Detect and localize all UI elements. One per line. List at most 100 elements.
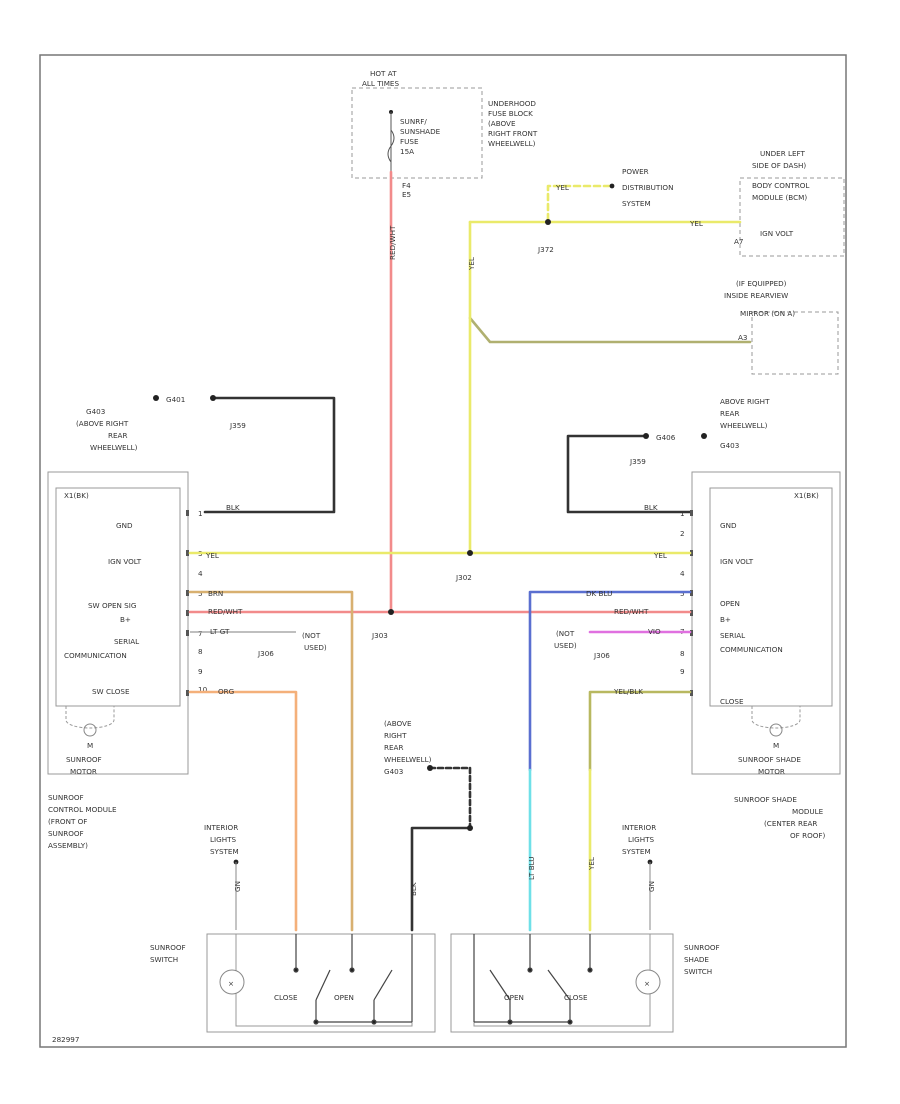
fuse-name-3: FUSE [400, 137, 419, 146]
wire-gnd-blk-right: BLK [644, 503, 658, 512]
not-used-right-1: (NOT [556, 629, 575, 638]
mirror-box [751, 311, 839, 375]
wire-yellow-power [546, 184, 612, 222]
left-pin-ign: IGN VOLT [108, 557, 142, 566]
right-switch-open: OPEN [504, 993, 524, 1002]
left-pin-num-8: 8 [198, 647, 203, 656]
ground-left-loc-2: (ABOVE RIGHT [76, 419, 129, 428]
splice-j372 [545, 219, 551, 225]
wire-black-ground-right [566, 434, 692, 514]
left-module-name-2: CONTROL MODULE [48, 805, 117, 814]
bcm-location-1: UNDER LEFT [760, 149, 806, 158]
splice-j303 [388, 609, 394, 615]
ground-right-loc-4: G403 [720, 441, 739, 450]
right-module-name-3: (CENTER REAR [764, 819, 817, 828]
right-motor-label-2: MOTOR [758, 767, 785, 776]
right-switch-label-1: SUNROOF [684, 943, 720, 952]
ground-right-dot [701, 433, 707, 439]
fuse-hot-label: HOT AT [370, 69, 397, 78]
power-yel-label: YEL [555, 183, 569, 192]
ground-right-loc-1: ABOVE RIGHT [720, 397, 770, 406]
splice-j359-right: J359 [629, 457, 646, 466]
wire-serial-left-label: LT GT [210, 627, 230, 636]
left-pin-swclose: SW CLOSE [92, 687, 130, 696]
ground-mid-loc-1: (ABOVE [384, 719, 412, 728]
left-motor-m: M [87, 741, 93, 750]
left-pin-num-5: 5 [198, 589, 203, 598]
fuse-pin-2: E5 [402, 190, 411, 199]
left-module-name-3: (FRONT OF [48, 817, 87, 826]
fuse-name-4: 15A [400, 147, 414, 156]
left-switch-contacts [293, 934, 413, 1025]
right-motor-symbol [751, 706, 801, 737]
right-pin-serial: SERIAL [720, 631, 745, 640]
left-motor-label-2: MOTOR [70, 767, 97, 776]
right-pin-num-5: 5 [680, 589, 685, 598]
wire-violet-label: VIO [648, 627, 661, 636]
right-connector-marks [690, 510, 693, 696]
fuse-location-5: WHEELWELL) [488, 139, 536, 148]
right-switch-inner [473, 933, 651, 1027]
right-pin-num-2: 2 [680, 529, 685, 538]
mirror-name: MIRROR (ON A) [740, 309, 795, 318]
bcm-sub: MODULE (BCM) [752, 193, 807, 202]
wire-greenish-mirror [468, 316, 752, 344]
power-dist-label-2: DISTRIBUTION [622, 183, 673, 192]
wire-black-ground-mid [428, 766, 472, 830]
ground-left-id: G401 [166, 395, 185, 404]
left-pin-swopen: SW OPEN SIG [88, 601, 136, 610]
ground-mid-splice [467, 825, 473, 831]
not-used-left-1: (NOT [302, 631, 321, 640]
bcm-location-2: SIDE OF DASH) [752, 161, 806, 170]
bcm-name: BODY CONTROL [752, 181, 809, 190]
left-module-name-5: ASSEMBLY) [48, 841, 88, 850]
right-pin-num-8: 8 [680, 649, 685, 658]
splice-j372-label: J372 [537, 245, 554, 254]
splice-j302 [467, 550, 473, 556]
lights-left-wire-label: GN [233, 881, 242, 892]
splice-j359-left: J359 [229, 421, 246, 430]
fuse-name-2: SUNSHADE [400, 127, 441, 136]
wire-orange-label: ORG [218, 687, 234, 696]
lights-left-2: LIGHTS [210, 835, 236, 844]
fuse-location-1: UNDERHOOD [488, 99, 536, 108]
right-module-name-1: SUNROOF SHADE [734, 795, 797, 804]
left-module-connector: X1(BK) [64, 491, 89, 500]
right-pin-num-1: 1 [680, 509, 685, 518]
left-switch-label-2: SWITCH [150, 955, 178, 964]
wire-olive-close [588, 690, 692, 772]
left-pin-num-4: 4 [198, 569, 203, 578]
ground-left-splice [210, 395, 216, 401]
wire-ign-yel-right: YEL [653, 551, 667, 560]
wire-bcm-yel-label: YEL [689, 219, 703, 228]
left-switch-open: OPEN [334, 993, 354, 1002]
mirror-location-1: (IF EQUIPPED) [736, 279, 787, 288]
lights-right-wire-label: GN [647, 881, 656, 892]
right-pin-close: CLOSE [720, 697, 744, 706]
wire-blue-open [528, 590, 692, 772]
left-motor-label-1: SUNROOF [66, 755, 102, 764]
left-motor-symbol [65, 706, 115, 737]
right-lamp-x: × [644, 979, 650, 988]
fuse-name-1: SUNRF/ [400, 117, 427, 126]
not-used-left-2: USED) [304, 643, 327, 652]
right-module-connector: X1(BK) [794, 491, 819, 500]
left-pin-num-1: 1 [198, 509, 203, 518]
wire-tan-open [188, 590, 354, 932]
wire-black-ground-left [203, 396, 336, 514]
right-switch-label-2: SHADE [684, 955, 709, 964]
ground-mid-loc-3: REAR [384, 743, 403, 752]
left-switch-label-1: SUNROOF [150, 943, 186, 952]
lights-right-1: INTERIOR [622, 823, 656, 832]
footer-code: 282997 [52, 1035, 79, 1044]
right-pin-bplus: B+ [720, 615, 731, 624]
right-motor-m: M [773, 741, 779, 750]
wire-gnd-blk-left: BLK [226, 503, 240, 512]
left-module-outer [47, 471, 189, 775]
power-dist-label-1: POWER [622, 167, 649, 176]
left-connector-marks [186, 510, 189, 696]
right-pin-comm: COMMUNICATION [720, 645, 783, 654]
left-pin-serial: SERIAL [114, 637, 139, 646]
not-used-right-2: USED) [554, 641, 577, 650]
